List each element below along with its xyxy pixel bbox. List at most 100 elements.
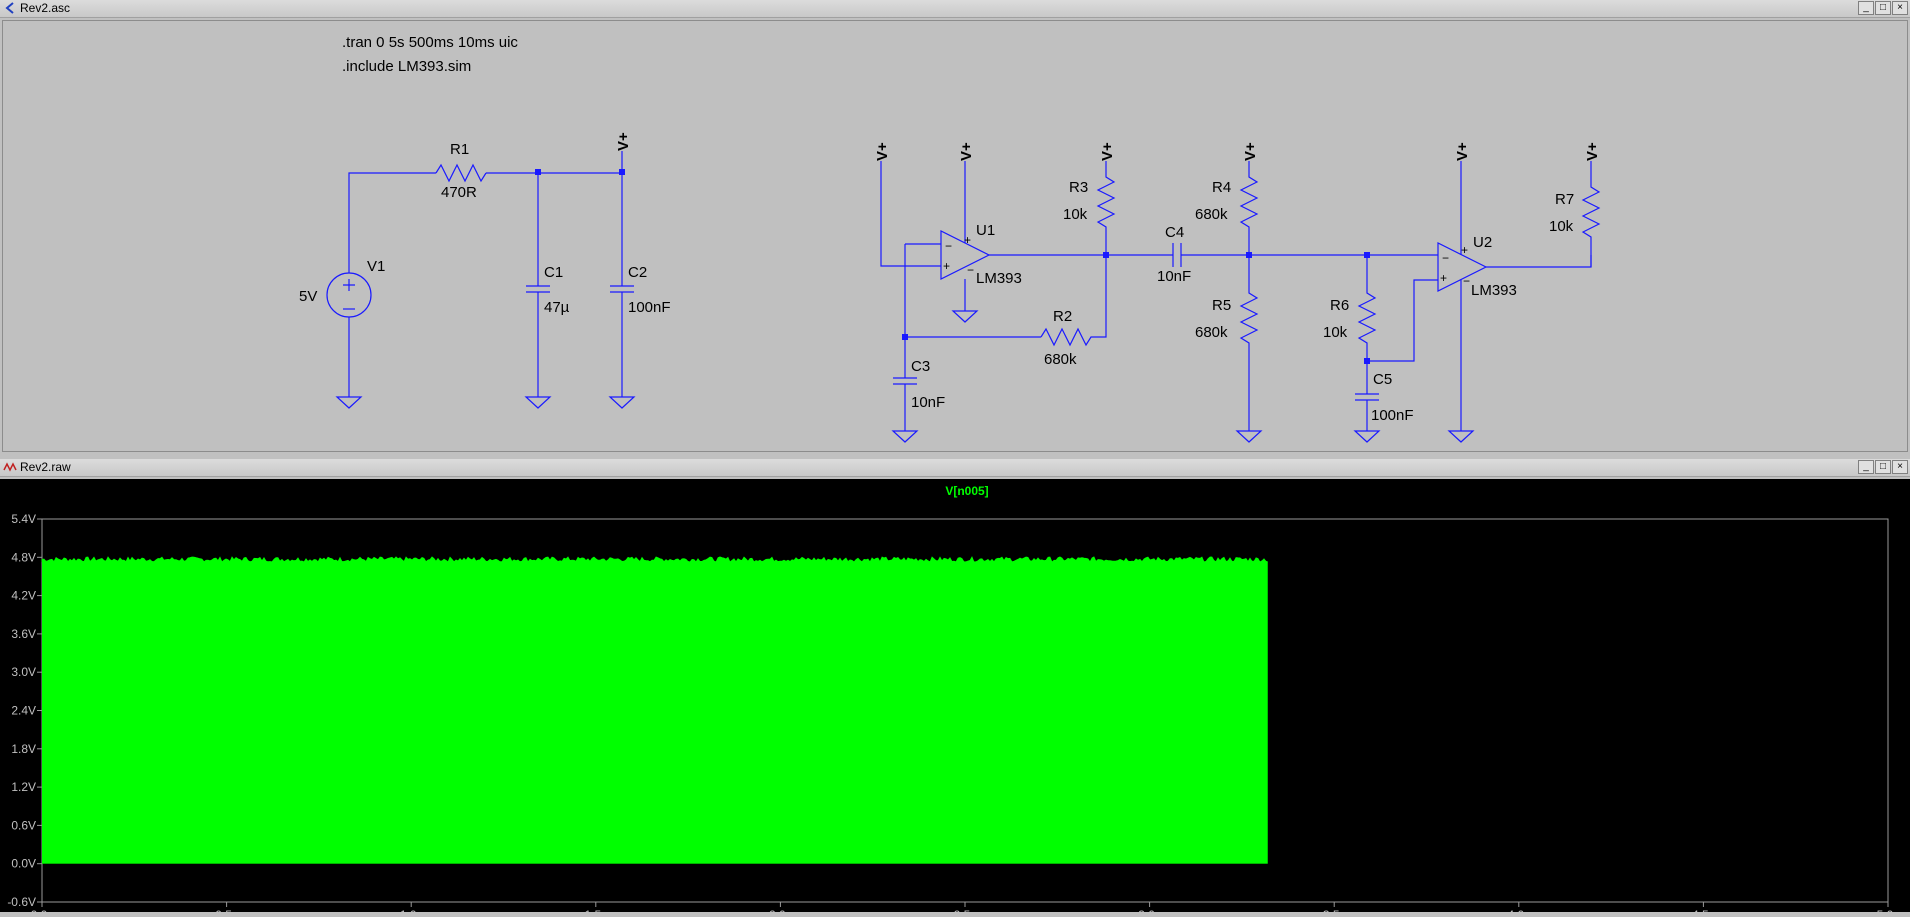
vplus-flag[interactable]: V+ (1242, 142, 1259, 161)
r4-label: R4 (1212, 179, 1231, 196)
x-tick-label: 4.0s (1507, 908, 1530, 912)
y-tick-label: 0.6V (11, 818, 36, 832)
v1-symbol[interactable] (326, 272, 372, 318)
u2-value: LM393 (1471, 282, 1517, 299)
y-tick-label: 3.6V (11, 627, 36, 641)
y-tick-label: 0.0V (11, 857, 36, 871)
waveform-title: Rev2.raw (20, 460, 71, 474)
close-button[interactable]: × (1892, 1, 1908, 15)
r6-value: 10k (1323, 324, 1348, 341)
schematic-drawing: .tran 0 5s 500ms 10ms uic .include LM393… (299, 34, 1601, 443)
waveform-titlebar[interactable]: Rev2.raw _ □ × (0, 459, 1910, 477)
x-tick-label: 2.0s (769, 908, 792, 912)
r5-symbol[interactable] (1239, 255, 1259, 431)
maximize-button[interactable]: □ (1875, 460, 1891, 474)
r7-value: 10k (1549, 218, 1574, 235)
r6-label: R6 (1330, 297, 1349, 314)
c1-label: C1 (544, 264, 563, 281)
c2-symbol[interactable] (610, 285, 634, 293)
u1-value: LM393 (976, 270, 1022, 287)
ground-icon (525, 396, 551, 409)
wire[interactable] (904, 243, 941, 337)
y-tick-label: -0.6V (7, 895, 36, 909)
u2-symbol[interactable] (1437, 242, 1488, 292)
maximize-button[interactable]: □ (1875, 1, 1891, 15)
directive-include[interactable]: .include LM393.sim (342, 58, 471, 75)
v1-plus-icon (343, 279, 355, 291)
r1-label: R1 (450, 141, 469, 158)
c1-symbol[interactable] (526, 285, 550, 293)
vplus-flag[interactable]: V+ (1584, 142, 1601, 161)
c1-value: 47µ (544, 299, 570, 316)
vplus-flag[interactable]: V+ (615, 132, 632, 151)
x-tick-label: 2.5s (954, 908, 977, 912)
c4-value: 10nF (1157, 268, 1191, 285)
c5-label: C5 (1373, 371, 1392, 388)
r4-symbol[interactable] (1239, 161, 1259, 255)
c5-symbol[interactable] (1355, 393, 1379, 401)
waveform-icon (3, 462, 17, 472)
r3-symbol[interactable] (1096, 161, 1116, 255)
c2-label: C2 (628, 264, 647, 281)
schematic-titlebar[interactable]: Rev2.asc _ □ × (0, 0, 1910, 18)
r3-label: R3 (1069, 179, 1088, 196)
y-tick-label: 3.0V (11, 665, 36, 679)
c5-value: 100nF (1371, 407, 1414, 424)
vplus-flag[interactable]: V+ (874, 142, 891, 161)
wire[interactable] (880, 161, 941, 267)
x-tick-label: 4.5s (1692, 908, 1715, 912)
y-tick-label: 5.4V (11, 512, 36, 526)
x-tick-label: 3.0s (1138, 908, 1161, 912)
schematic-title: Rev2.asc (20, 1, 71, 15)
pin-minus-label: − (1463, 274, 1470, 288)
pin-minus-label: − (945, 239, 952, 253)
waveform-window: Rev2.raw _ □ × V[n005] 5.4V 4.8V 4.2V 3.6V 3… (0, 459, 1910, 917)
c2-value: 100nF (628, 299, 671, 316)
pin-minus-label: − (1442, 251, 1449, 265)
r2-symbol[interactable] (1040, 255, 1107, 347)
r7-label: R7 (1555, 191, 1574, 208)
ground-icon (336, 396, 362, 409)
wire[interactable] (1486, 255, 1592, 268)
waveform-plot[interactable]: V[n005] 5.4V4.8V4.2V3.6V3.0V2.4V1.8V1.2V… (0, 479, 1910, 917)
trace-label[interactable]: V[n005] (945, 484, 988, 498)
minimize-button[interactable]: _ (1858, 460, 1874, 474)
wire[interactable] (348, 172, 436, 273)
r4-value: 680k (1195, 206, 1228, 223)
ground-icon (1354, 430, 1380, 443)
pin-plus-label: + (1440, 271, 1447, 285)
x-tick-label: 5.0s (1877, 908, 1900, 912)
x-tick-label: 0.5s (215, 908, 238, 912)
y-tick-label: 1.2V (11, 780, 36, 794)
ground-icon (952, 310, 978, 323)
minimize-button[interactable]: _ (1858, 1, 1874, 15)
x-tick-label: 1.0s (400, 908, 423, 912)
ground-icon (609, 396, 635, 409)
vplus-flag[interactable]: V+ (1454, 142, 1471, 161)
directive-tran[interactable]: .tran 0 5s 500ms 10ms uic (342, 34, 518, 51)
c4-symbol[interactable] (1172, 243, 1182, 267)
wire[interactable] (1367, 279, 1438, 362)
close-button[interactable]: × (1892, 460, 1908, 474)
r6-symbol[interactable] (1357, 255, 1377, 361)
c4-label: C4 (1165, 224, 1184, 241)
y-tick-label: 4.8V (11, 550, 36, 564)
v1-value: 5V (299, 288, 317, 305)
x-tick-label: 1.5s (584, 908, 607, 912)
schematic-canvas[interactable]: .tran 0 5s 500ms 10ms uic .include LM393… (2, 20, 1908, 452)
r1-symbol[interactable] (435, 163, 487, 183)
vplus-flag[interactable]: V+ (1099, 142, 1116, 161)
vplus-flag[interactable]: V+ (958, 142, 975, 161)
y-tick-label: 1.8V (11, 742, 36, 756)
r7-symbol[interactable] (1581, 161, 1601, 267)
ltspice-icon (5, 2, 14, 14)
pin-minus-label: − (967, 263, 974, 277)
y-tick-label: 4.2V (11, 589, 36, 603)
pin-plus-label: + (943, 259, 950, 273)
x-tick-label: 0.0s (31, 908, 54, 912)
schematic-window: Rev2.asc _ □ × .tran 0 5s 500ms 10ms uic… (0, 0, 1910, 456)
c3-symbol[interactable] (893, 377, 917, 385)
trace-area[interactable] (42, 561, 1268, 864)
ground-icon (1448, 430, 1474, 443)
